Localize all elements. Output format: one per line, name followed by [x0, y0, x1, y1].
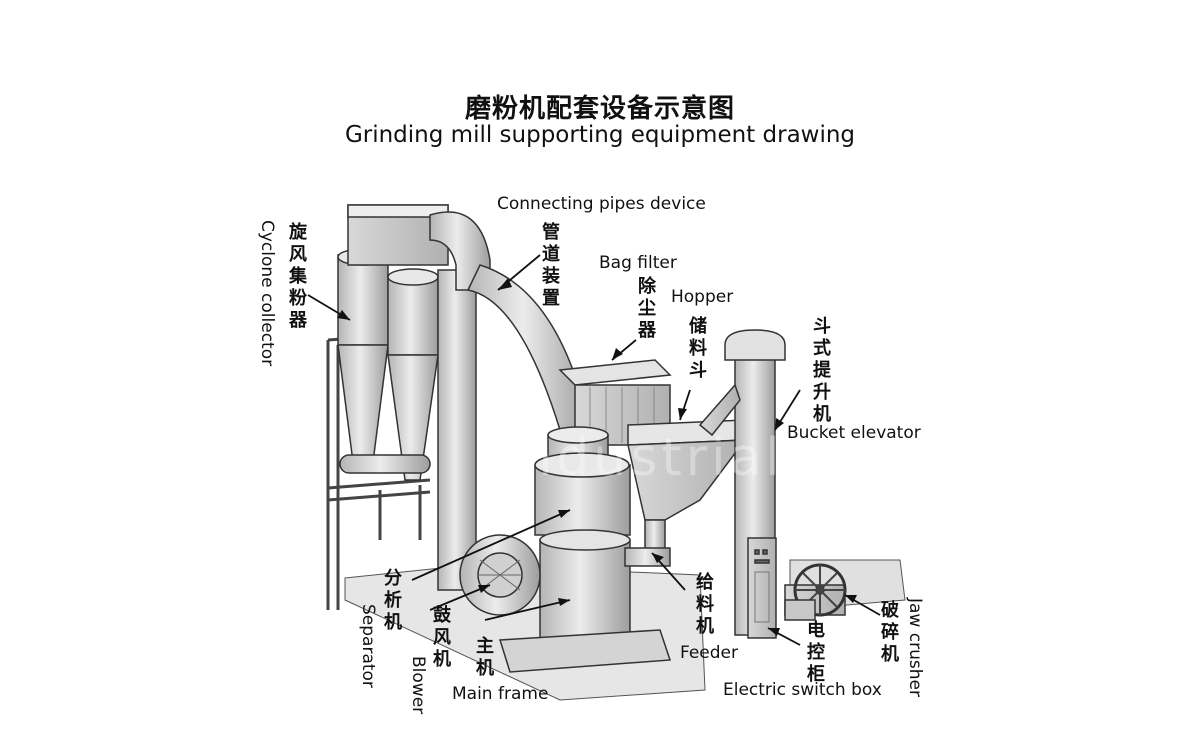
- label-blower-zh: 鼓风机: [433, 605, 451, 670]
- return-pipe: [339, 454, 431, 474]
- label-electric-box-zh: 电控柜: [807, 620, 825, 685]
- label-connecting-pipes-zh: 管道装置: [542, 222, 560, 309]
- label-feeder-zh: 给料机: [696, 572, 714, 637]
- label-jaw-crusher-zh: 破碎机: [881, 600, 899, 665]
- label-separator-en: Separator: [358, 604, 378, 688]
- label-bucket-elevator-zh: 斗式提升机: [813, 316, 831, 425]
- label-separator-zh: 分析机: [384, 568, 402, 633]
- blower: [459, 534, 541, 616]
- label-cyclone-zh: 旋风集粉器: [289, 222, 307, 331]
- label-main-frame-en: Main frame: [452, 684, 549, 704]
- label-hopper-zh: 储料斗: [689, 316, 707, 381]
- label-hopper-en: Hopper: [671, 287, 734, 307]
- label-bag-filter-zh: 除尘器: [638, 276, 656, 341]
- arrow-heads: [337, 278, 857, 636]
- label-jaw-crusher-en: Jaw crusher: [905, 598, 925, 697]
- connecting-pipe: [466, 264, 591, 431]
- page-title-en: Grinding mill supporting equipment drawi…: [344, 122, 856, 148]
- watermark: Industrial Machinery: [500, 428, 1111, 488]
- label-bucket-elevator-en: Bucket elevator: [787, 423, 921, 443]
- page-title-zh: 磨粉机配套设备示意图: [464, 94, 735, 124]
- jaw-crusher: [784, 563, 847, 621]
- electric-switch-box: [747, 537, 777, 639]
- vertical-pipe: [429, 211, 491, 591]
- hopper: [624, 419, 747, 567]
- label-electric-box-en: Electric switch box: [723, 680, 882, 700]
- label-connecting-pipes-en: Connecting pipes device: [497, 194, 706, 214]
- label-blower-en: Blower: [408, 656, 428, 715]
- label-cyclone-en: Cyclone collector: [257, 220, 277, 367]
- grinding-mill: [498, 426, 672, 673]
- label-bag-filter-en: Bag filter: [599, 253, 677, 273]
- cyclone-collector: [337, 204, 449, 481]
- label-main-frame-zh: 主机: [476, 636, 494, 679]
- label-feeder-en: Feeder: [680, 643, 739, 663]
- bucket-elevator: [698, 329, 786, 636]
